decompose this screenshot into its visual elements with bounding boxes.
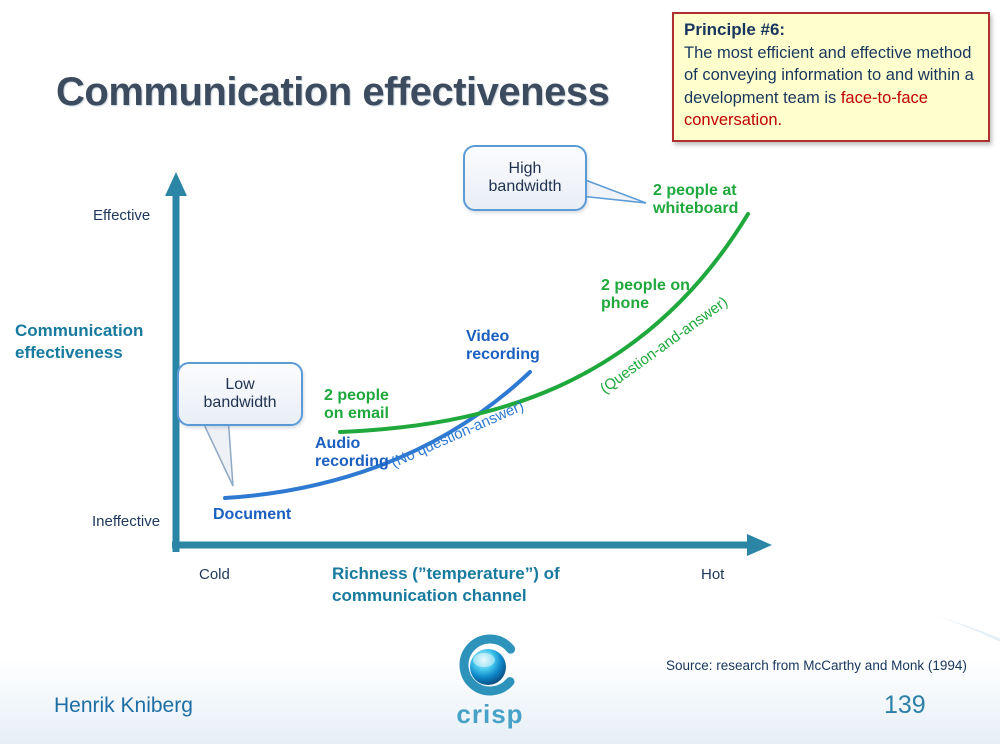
principle-body-text: The most efficient and effective method … [684, 43, 974, 107]
crisp-logo-sphere-highlight [473, 653, 495, 667]
high-bandwidth-callout-tail [579, 176, 647, 204]
principle-title: Principle #6: [684, 20, 786, 39]
page-title: Communication effectiveness [56, 70, 610, 114]
y-axis-arrowhead [165, 172, 187, 196]
page-number: 139 [884, 691, 926, 719]
high-bandwidth-callout: High bandwidth [463, 145, 587, 211]
y-axis-min-label: Ineffective [92, 513, 161, 530]
source-citation: Source: research from McCarthy and Monk … [666, 658, 967, 673]
point-label-document: Document [213, 506, 292, 523]
principle-body: The most efficient and effective method … [684, 42, 978, 132]
point-label-2-people-at-whiteboard: 2 people at whiteboard [653, 182, 739, 218]
crisp-logo-ring [459, 634, 521, 696]
crisp-logo-sphere [470, 649, 506, 685]
x-axis-arrowhead [747, 534, 772, 556]
crisp-logo-icon [459, 634, 521, 696]
point-label-2-people-on-email: 2 people on email [324, 387, 389, 423]
high-bandwidth-callout-text: High bandwidth [488, 160, 562, 195]
principle-highlight: face-to-face conversation. [684, 88, 928, 130]
question-and-answer-curve [338, 212, 750, 434]
principle-note-box: Principle #6: The most efficient and eff… [672, 12, 990, 142]
point-label-2-people-on-phone: 2 people on phone [601, 277, 690, 313]
low-bandwidth-callout-tail [198, 415, 234, 487]
no-question-answer-curve [223, 370, 532, 500]
y-axis-max-label: Effective [93, 207, 151, 224]
y-axis-title: Communication effectiveness [15, 321, 144, 363]
low-bandwidth-callout-text: Low bandwidth [203, 376, 277, 411]
low-bandwidth-callout: Low bandwidth [177, 362, 303, 426]
point-label-video-recording: Video recording [466, 328, 540, 364]
x-axis-min-label: Cold [199, 566, 230, 583]
author-name: Henrik Kniberg [54, 694, 193, 717]
crisp-logo-wordmark: crisp [456, 699, 524, 729]
point-label-audio-recording: Audio recording [315, 435, 389, 471]
x-axis-title: Richness (”temperature”) of communicatio… [332, 564, 560, 606]
x-axis-max-label: Hot [701, 566, 725, 583]
